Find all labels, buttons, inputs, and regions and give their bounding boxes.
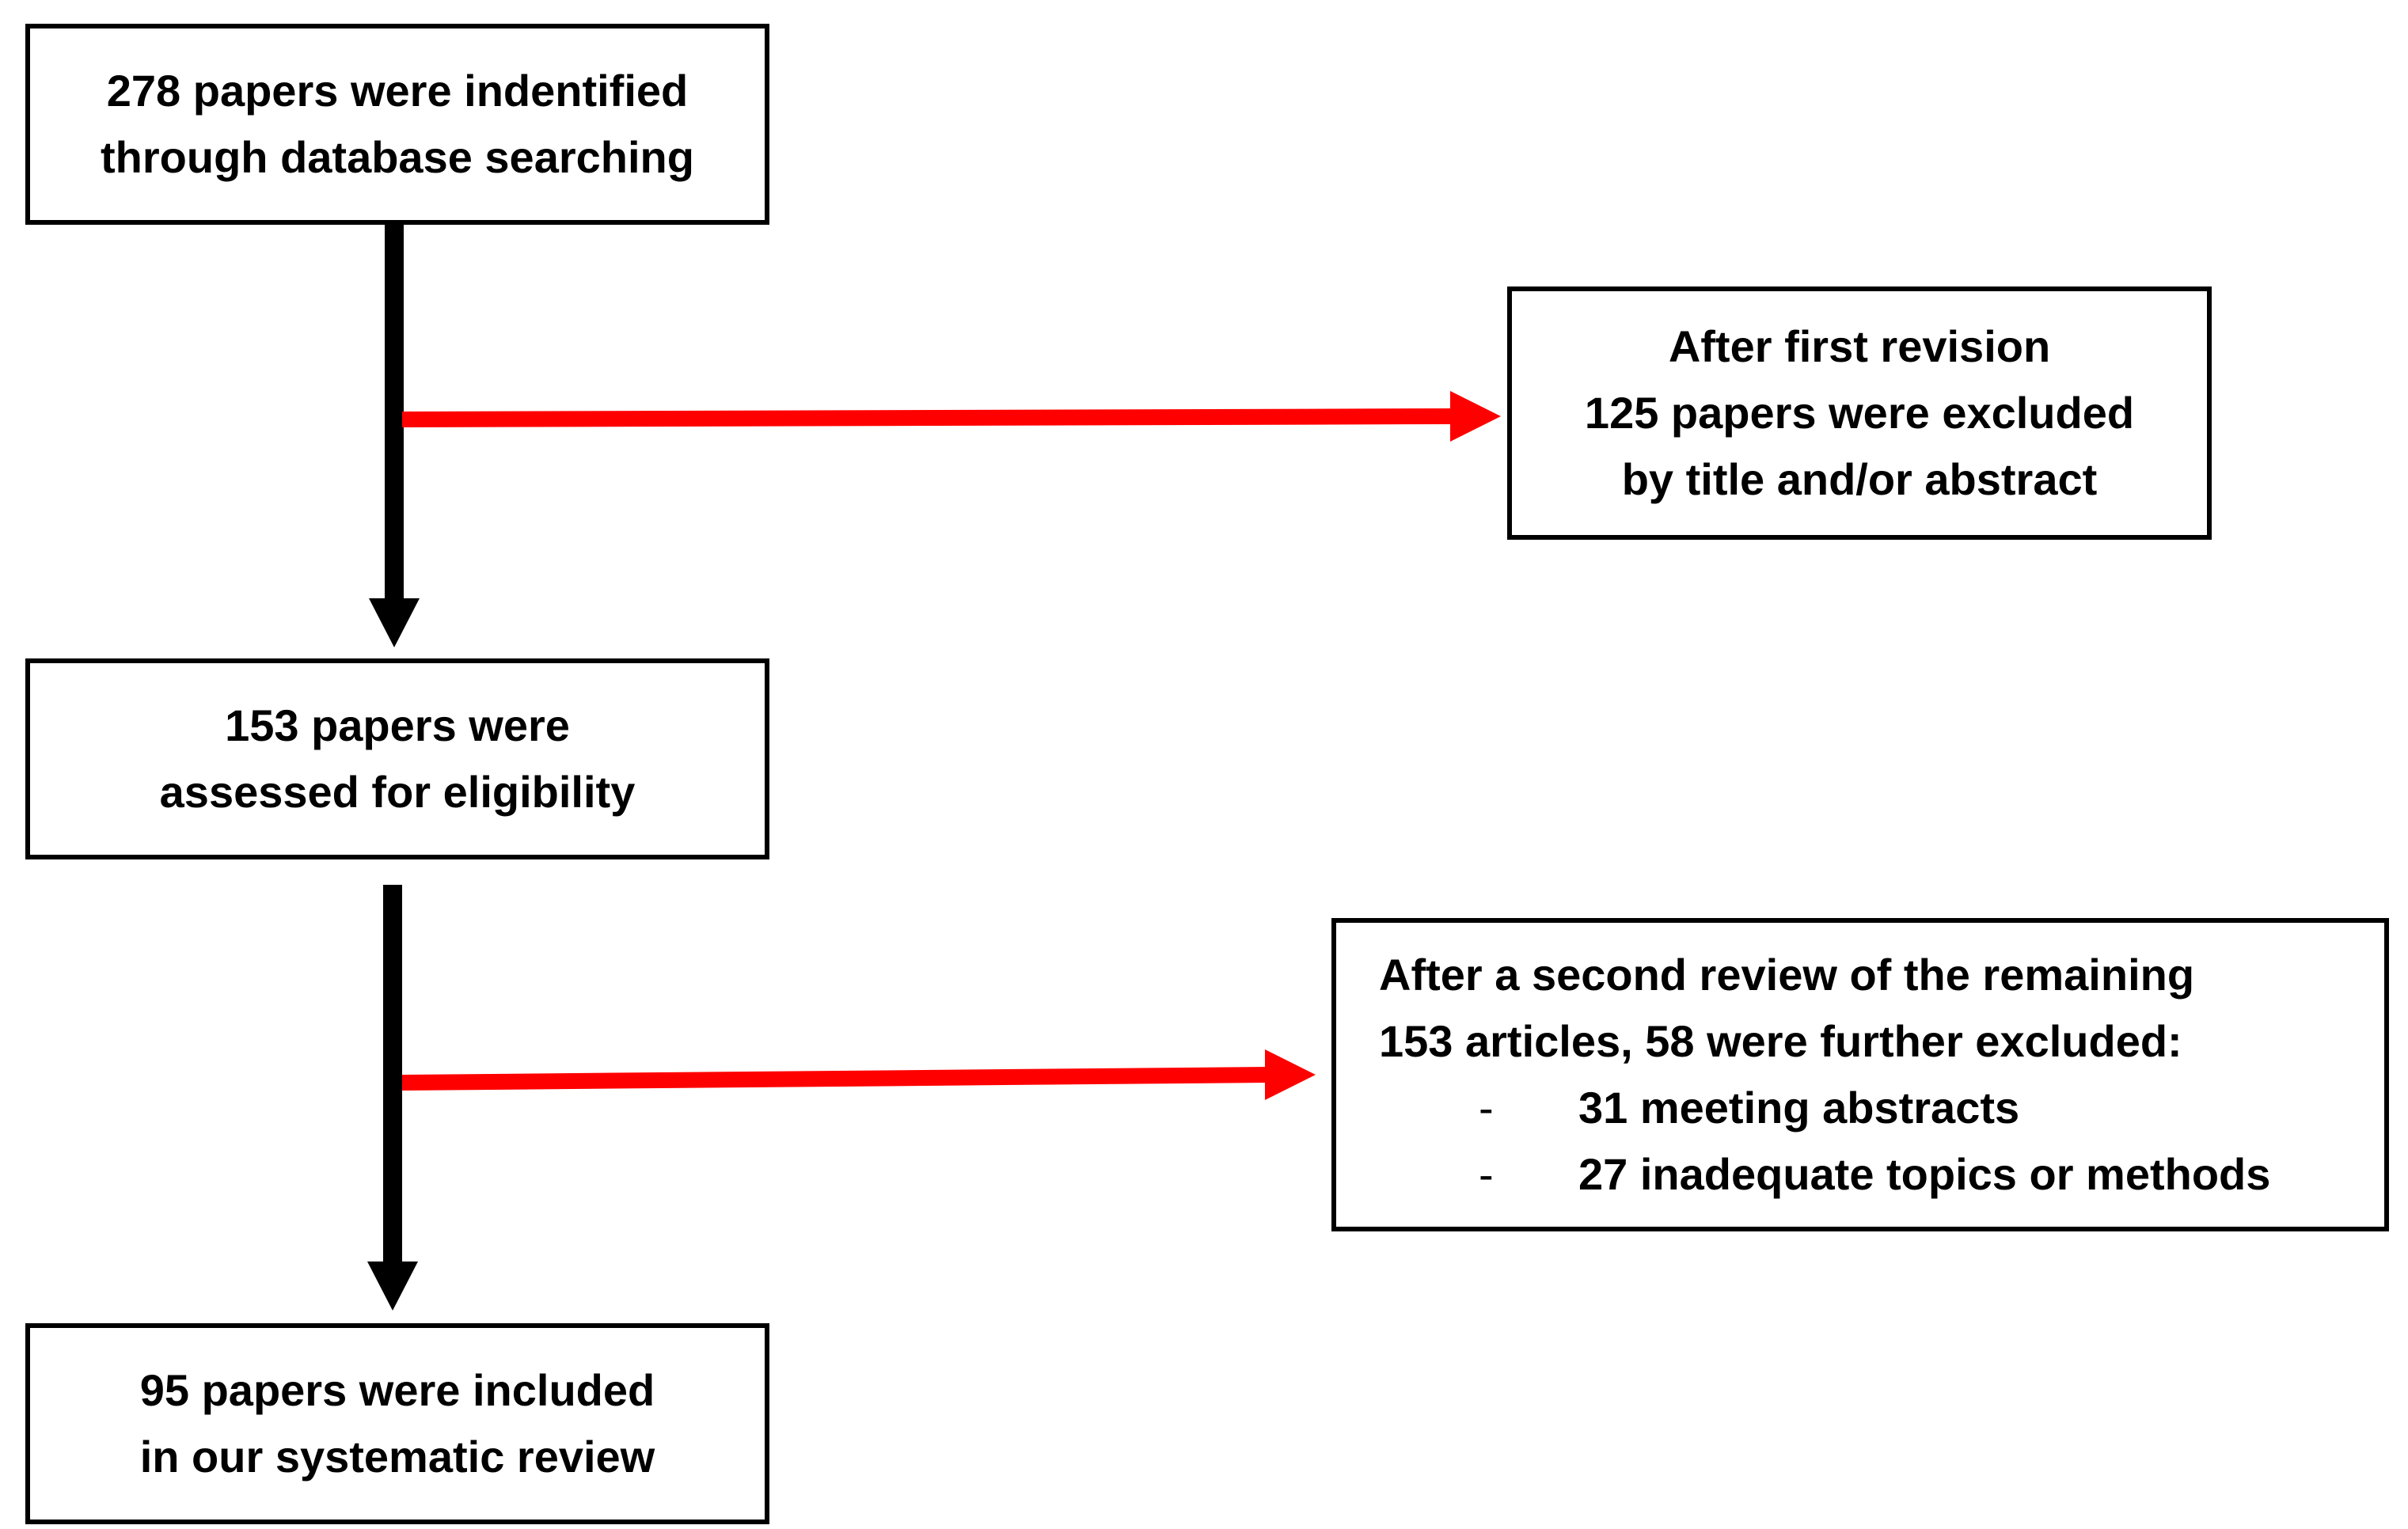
main-flow-arrow-1-head xyxy=(369,598,420,647)
exclusion-arrow-2-shaft xyxy=(401,1067,1270,1091)
exclusion-arrow-1-head xyxy=(1450,391,1501,442)
identified-line-1: 278 papers were indentified xyxy=(106,66,689,116)
identified-line-2: through database searching xyxy=(101,132,694,182)
first-exclusion-box: After first revision 125 papers were exc… xyxy=(1507,286,2212,540)
exclusion-bullet-item: - 31 meeting abstracts xyxy=(1379,1075,2019,1141)
bullet-text: 31 meeting abstracts xyxy=(1578,1083,2020,1133)
bullet-marker: - xyxy=(1479,1083,1494,1133)
exclusion-arrow-2-head xyxy=(1265,1049,1316,1100)
assessed-line-1: 153 papers were xyxy=(225,700,570,750)
main-flow-arrow-2-head xyxy=(367,1262,418,1311)
first-exclusion-line-2: 125 papers were excluded xyxy=(1584,388,2135,438)
first-exclusion-line-1: After first revision xyxy=(1668,321,2051,371)
first-exclusion-line-3: by title and/or abstract xyxy=(1621,454,2098,504)
second-exclusion-line-2: 153 articles, 58 were further excluded: xyxy=(1379,1016,2182,1066)
bullet-marker: - xyxy=(1479,1149,1494,1199)
second-exclusion-line-1: After a second review of the remaining xyxy=(1379,950,2195,1000)
identified-papers-box: 278 papers were indentified through data… xyxy=(25,24,769,225)
included-line-1: 95 papers were included xyxy=(139,1365,655,1415)
included-papers-box: 95 papers were included in our systemati… xyxy=(25,1323,769,1524)
exclusion-arrow-1-shaft xyxy=(401,408,1457,427)
assessed-papers-box: 153 papers were assessed for eligibility xyxy=(25,658,769,859)
second-exclusion-box: After a second review of the remaining 1… xyxy=(1331,918,2389,1231)
bullet-text: 27 inadequate topics or methods xyxy=(1578,1149,2271,1199)
included-line-2: in our systematic review xyxy=(139,1432,655,1482)
assessed-line-2: assessed for eligibility xyxy=(159,767,636,817)
exclusion-bullet-item: - 27 inadequate topics or methods xyxy=(1379,1141,2270,1208)
